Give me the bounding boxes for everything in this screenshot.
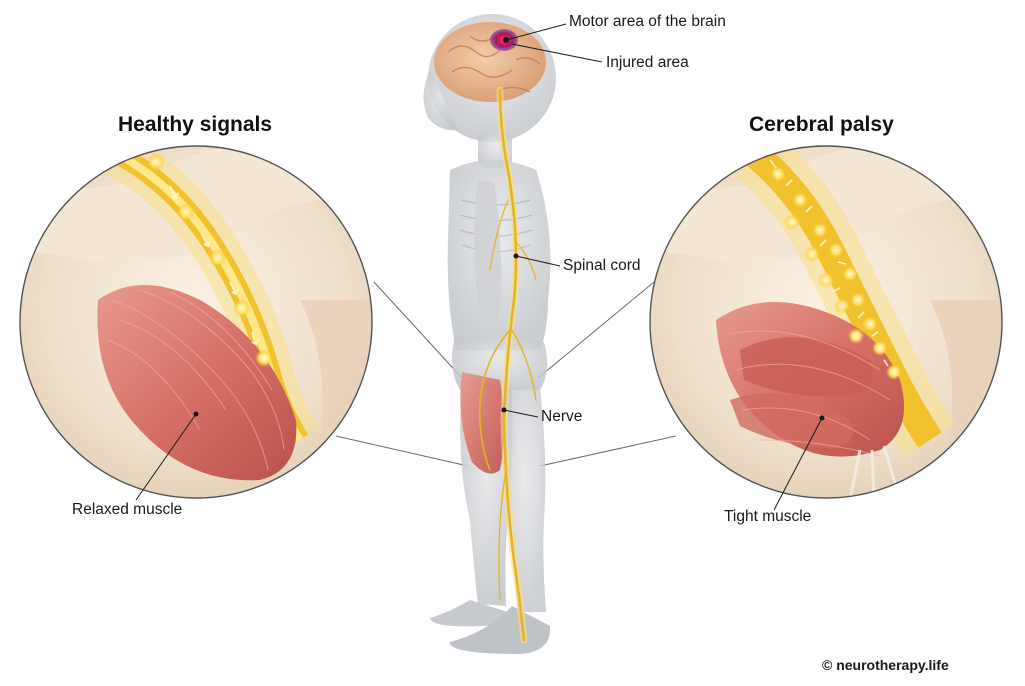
tight-muscle-label: Tight muscle [724,508,812,525]
child-figure [423,14,556,654]
cerebral-palsy-magnified-view [649,145,1003,511]
healthy-signals-heading: Healthy signals [118,113,273,136]
label-leaders [503,23,603,418]
disordered-signal-arrows [769,159,889,367]
disordered-signal-dots [770,166,902,380]
healthy-signal-arrows [169,185,260,346]
watermark: © neurotherapy.life [822,657,949,673]
nerve-label: Nerve [541,408,583,425]
relaxed-muscle-label: Relaxed muscle [72,501,183,518]
injured-area-label: Injured area [606,54,689,71]
connector-lines [335,281,677,467]
nervous-system [478,86,537,644]
cerebral-palsy-heading: Cerebral palsy [749,113,894,136]
brain [434,22,546,102]
healthy-magnified-view [19,145,373,501]
spinal-cord-label: Spinal cord [563,257,641,274]
healthy-signal-dots [147,153,273,367]
motor-area-label: Motor area of the brain [569,13,726,30]
